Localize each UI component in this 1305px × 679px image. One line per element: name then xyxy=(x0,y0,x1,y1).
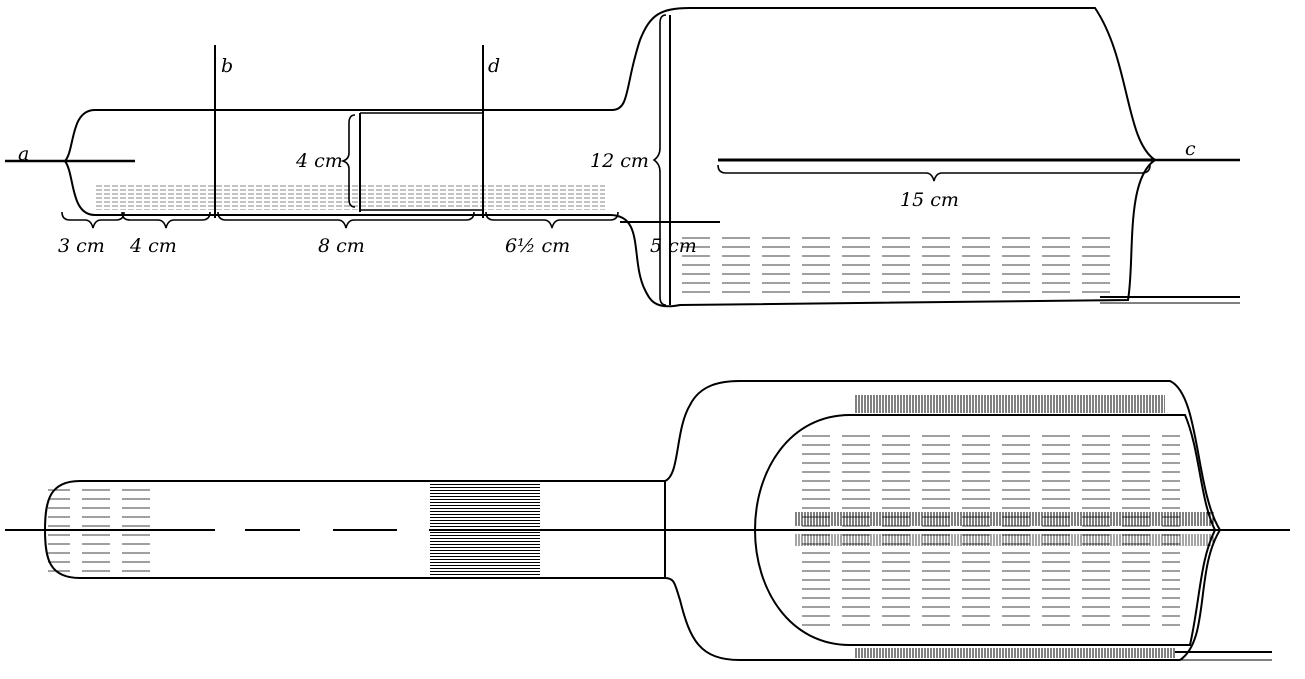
dim-label-large-diameter: 12 cm xyxy=(590,150,649,172)
inner-cavity xyxy=(753,414,1217,646)
top-figure: a b d c 3 cm 4 cm 8 cm 6½ cm 5 cm 4 cm 1… xyxy=(5,7,1240,308)
label-point-d: d xyxy=(488,55,500,77)
tube-bands xyxy=(215,482,429,577)
fringe-middle-lower xyxy=(795,534,1215,546)
band-gap xyxy=(215,482,245,577)
bulb-outline xyxy=(664,380,1222,661)
dim-label-small-diameter: 4 cm xyxy=(295,150,343,172)
label-point-b: b xyxy=(221,55,233,77)
bottom-figure xyxy=(5,380,1290,661)
dimension-braces xyxy=(61,14,1151,306)
dim-label-4cm: 4 cm xyxy=(129,235,177,257)
dim-label-6-5cm: 6½ cm xyxy=(505,235,570,257)
dim-label-8cm: 8 cm xyxy=(318,235,365,257)
dim-label-3cm: 3 cm xyxy=(58,235,105,257)
band-gap xyxy=(397,482,429,577)
shading xyxy=(680,230,1120,300)
fringe-top xyxy=(855,395,1165,413)
band-gap xyxy=(300,482,333,577)
dim-label-5cm: 5 cm xyxy=(650,235,697,257)
fringe-middle xyxy=(795,512,1215,526)
tube-end xyxy=(48,484,158,576)
label-point-c: c xyxy=(1185,138,1196,160)
shading xyxy=(95,185,605,210)
cavity-shading xyxy=(800,430,1180,630)
tube-band xyxy=(430,483,540,576)
dim-label-inner-length: 15 cm xyxy=(900,189,959,211)
fringe-bottom xyxy=(855,648,1175,658)
label-point-a: a xyxy=(18,143,29,165)
